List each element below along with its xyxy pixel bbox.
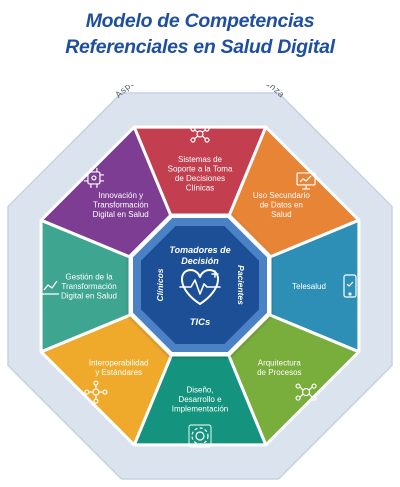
hub-icon	[84, 380, 108, 404]
center-hub-core	[141, 226, 259, 344]
competency-octagon-diagram: Aspectos Éticos, Legales y Gobernanza Si…	[7, 85, 393, 480]
segment-uso-label-line: de Datos en	[260, 201, 303, 210]
center-top-label-2: Decisión	[181, 256, 219, 266]
segment-sistemas-label-line: Clínicas	[186, 183, 214, 192]
segment-gestion-label-line: Transformación	[61, 282, 116, 291]
segment-innovacion-label-line: Innovación y	[98, 191, 143, 200]
segment-innovacion-label-line: Transformación	[93, 201, 148, 210]
segment-diseno-label-line: Implementación	[172, 405, 228, 414]
gear-icon	[188, 424, 212, 448]
center-left-label: Clínicos	[155, 268, 165, 301]
segment-sistemas-label-line: Sistemas de	[178, 155, 223, 164]
segment-diseno-label-line: Diseño,	[186, 386, 213, 395]
center-bottom-label: TICs	[190, 317, 211, 328]
center-right-label: Pacientes	[236, 265, 246, 305]
circuit-icon	[83, 167, 104, 188]
segment-gestion-label-line: Gestión de la	[65, 273, 113, 282]
title-line-1: Modelo de Competencias	[85, 10, 315, 32]
title-line-2: Referenciales en Salud Digital	[65, 36, 335, 58]
workflow-icon	[295, 383, 317, 401]
segment-interop-label-line: y Estándares	[95, 368, 142, 377]
segment-innovacion-label-line: Digital en Salud	[93, 210, 149, 219]
center-top-label-1: Tomadores de	[169, 245, 230, 255]
diagram-title: Modelo de Competencias Referenciales en …	[0, 8, 400, 60]
smartphone-icon	[343, 274, 357, 298]
center-hub	[128, 213, 272, 357]
heart-pulse-icon	[179, 269, 221, 305]
segment-sistemas-label-line: de Decisiones	[175, 174, 225, 183]
network-icon	[190, 126, 210, 143]
segment-sistemas-label-line: Soporte a la Toma	[168, 164, 233, 173]
segment-arquitectura-label-line: de Procesos	[257, 368, 301, 377]
segment-uso-label-line: Uso Secundario	[253, 191, 310, 200]
chart-icon	[40, 278, 59, 295]
segment-interop-label-line: Interoperabilidad	[89, 359, 149, 368]
segment-telesalud-label-line: Telesalud	[292, 282, 326, 291]
segment-arquitectura-label-line: Arquitectura	[258, 359, 302, 368]
monitor-icon	[296, 172, 316, 190]
segment-diseno-label-line: Desarrollo e	[178, 395, 222, 404]
segment-uso-label-line: Salud	[271, 210, 291, 219]
segment-gestion-label-line: Digital en Salud	[61, 292, 117, 301]
